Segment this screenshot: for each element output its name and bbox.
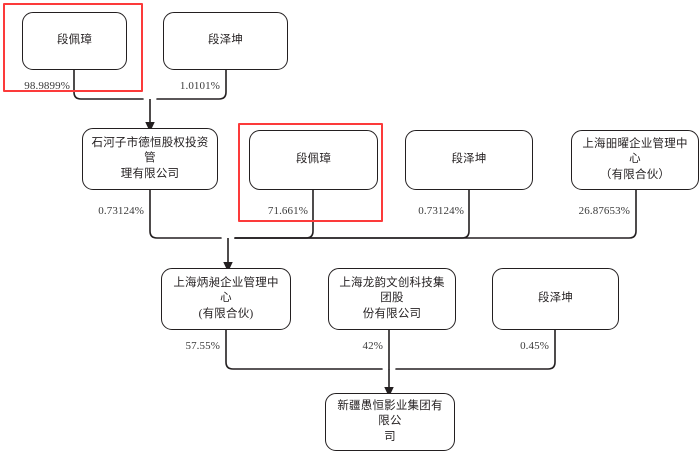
node-label: 段佩璋 xyxy=(295,153,332,166)
edge-label-98-9899: 98.9899% xyxy=(24,80,70,92)
highlight-box-duan-peizhang-top xyxy=(3,3,143,92)
node-label: 上海炳昶企业管理中心 (有限合伙) xyxy=(173,276,279,320)
node-shanghai-bingchang-enterprise-management[interactable]: 上海炳昶企业管理中心 (有限合伙) xyxy=(161,268,291,330)
node-duan-peizhang-mid[interactable]: 段佩璋 xyxy=(249,130,378,190)
node-duan-peizhang-top[interactable]: 段佩璋 xyxy=(22,12,127,70)
edge-label-26-87653: 26.87653% xyxy=(578,205,630,217)
node-shihezi-dehang-equity-investment[interactable]: 石河子市德恒股权投资管 理有限公司 xyxy=(82,128,218,190)
edge-label-0-73124-b: 0.73124% xyxy=(418,205,464,217)
node-duan-zekun-top[interactable]: 段泽坤 xyxy=(163,12,288,70)
edge-label-1-0101: 1.0101% xyxy=(179,80,220,92)
node-label: 段泽坤 xyxy=(207,34,244,47)
node-label: 石河子市德恒股权投资管 理有限公司 xyxy=(91,136,209,180)
node-label: 新疆愚恒影业集团有限公 司 xyxy=(337,399,443,443)
node-label: 段泽坤 xyxy=(537,292,574,305)
highlight-box-duan-peizhang-mid xyxy=(238,123,383,222)
edge-label-0-45: 0.45% xyxy=(520,340,549,352)
node-duan-zekun-mid[interactable]: 段泽坤 xyxy=(405,130,533,190)
node-label: 上海龙韵文创科技集团股 份有限公司 xyxy=(339,276,445,320)
edge-label-42: 42% xyxy=(362,340,383,352)
node-shanghai-riyao-enterprise-management[interactable]: 上海昍曜企业管理中心 （有限合伙） xyxy=(571,130,699,190)
node-duan-zekun-bottom[interactable]: 段泽坤 xyxy=(492,268,619,330)
node-shanghai-longyun-wenchuang[interactable]: 上海龙韵文创科技集团股 份有限公司 xyxy=(328,268,456,330)
node-label: 段佩璋 xyxy=(56,34,93,47)
edge-n3-n7 xyxy=(149,189,222,239)
node-xinjiang-yuheng-film-group[interactable]: 新疆愚恒影业集团有限公 司 xyxy=(325,393,455,451)
edge-label-57-55: 57.55% xyxy=(185,340,220,352)
node-label: 段泽坤 xyxy=(451,153,487,166)
edge-label-0-73124-a: 0.73124% xyxy=(98,205,144,217)
node-label: 上海昍曜企业管理中心 （有限合伙） xyxy=(582,137,688,181)
edge-label-71-661: 71.661% xyxy=(267,205,308,217)
